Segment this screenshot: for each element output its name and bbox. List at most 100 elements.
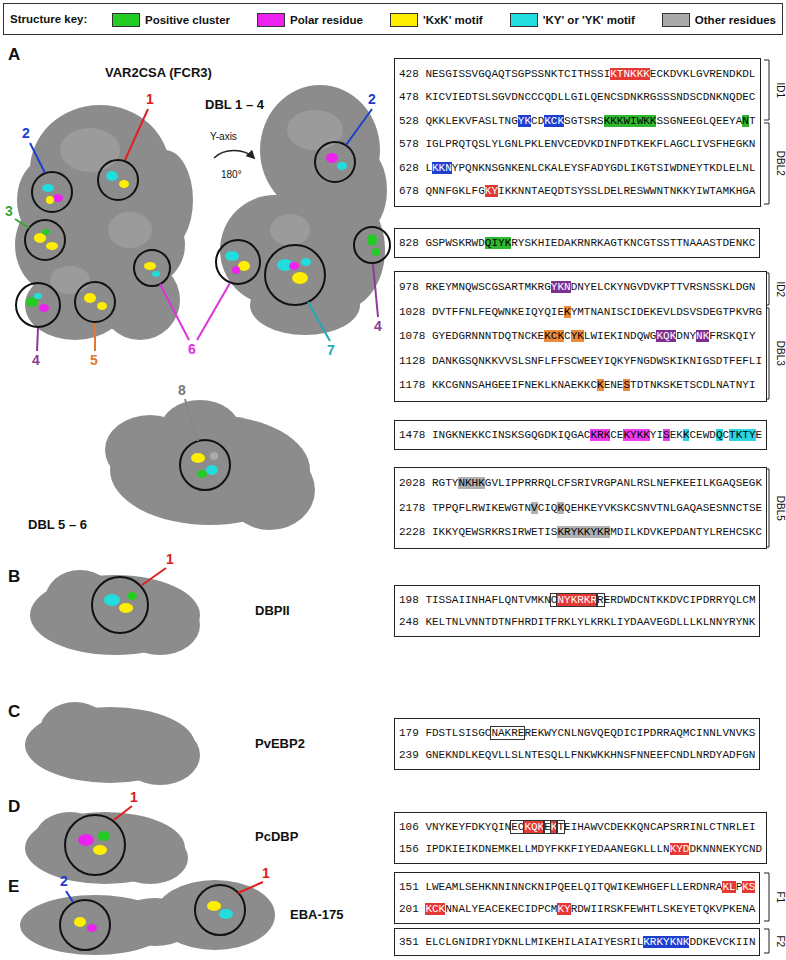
residue-text: ENE — [604, 379, 624, 391]
residue-text: CD — [531, 115, 544, 127]
panel-letter: D — [8, 798, 20, 816]
sequence-line: 1128 DANKGSQNKKVVSLSNFLFFSCWEEYIQKYFNGDW… — [399, 349, 762, 374]
protein-name: DBPII — [255, 604, 290, 618]
callout-number: 1 — [130, 790, 138, 805]
residue-highlight: KQK — [656, 330, 676, 342]
sequence-line: 2028 RGTYNKHKGVLIPPRRRQLCFSRIVRGPANLRSLN… — [399, 471, 762, 496]
residue-highlight: KRKYKNK — [643, 936, 689, 948]
callout-number: 2 — [368, 92, 376, 107]
residue-text: RYSKHIEDAKRNRKAGTKNCGTSSTTNAAASTDENKC — [511, 237, 755, 249]
legend: Positive cluster Polar residue 'KxK' motif… — [112, 8, 776, 32]
residue-highlight: K — [564, 306, 571, 318]
residue-highlight: KY — [557, 903, 570, 915]
residue-highlight: KQK — [524, 821, 544, 833]
residue-text: EIHAWVCDEKKQNCAPSRRINLCTNRLEI — [564, 821, 755, 833]
residue-text: 678 QNNFGKLFG — [399, 185, 485, 197]
residue-text: 978 RKEYMNQWSCGSARTMKRG — [399, 281, 551, 293]
residue-highlight: KTNKKK — [610, 68, 650, 80]
panel-letter: B — [8, 568, 20, 586]
sequence-line: 248 KELTNLVNNTDTNFHRDITFRKLYLKRKLIYDAAVE… — [399, 611, 755, 633]
callout-number: 3 — [5, 204, 13, 219]
residue-text: RDWIIRSKFEWHTLSKEYETQKVPKENA — [571, 903, 756, 915]
axis-label: Y-axis — [210, 132, 237, 143]
protein-name: PcDBP — [255, 830, 298, 844]
residue-highlight: KS — [742, 881, 755, 893]
sequence-line: 156 IPDKIEIKDNEMKELLMDYFKKFIYEDAANEGKLLL… — [399, 838, 762, 860]
panel-letter: E — [8, 878, 19, 896]
sequence-line: 201 KCKNNALYEACEKECIDPCMKYRDWIIRSKFEWHTL… — [399, 898, 755, 920]
residue-patch — [26, 153, 380, 932]
callout-number: 7 — [327, 343, 335, 358]
residue-highlight: QIYK — [485, 237, 511, 249]
residue-highlight: TKTY — [729, 429, 755, 441]
sequence-line: 1178 KKCGNNSAHGEEIFNEKLKNAEKKCKENESTDTNK… — [399, 373, 762, 398]
residue-text: 106 VNYKEYFDKYQIN — [399, 821, 511, 833]
protein-surface — [220, 85, 387, 335]
residue-text: P — [736, 881, 743, 893]
residue-text: DNY — [676, 330, 696, 342]
sequence-line: 428 NESGISSVGQAQTSGPSSNKTCITHSSIKTNKKKEC… — [399, 62, 756, 86]
sequence-line: 2178 TPPQFLRWIKEWGTNVCIQKQEHKEYVKSKCSNVT… — [399, 496, 762, 521]
domain-bracket-label: DBL3 — [775, 340, 786, 365]
residue-text: T — [749, 115, 756, 127]
domain-bracket-label: ID2 — [775, 281, 786, 297]
residue-text: DKNNNEKYCND — [689, 843, 762, 855]
residue-highlight: KCK — [544, 330, 564, 342]
sequence-line: 828 GSPWSKRWDQIYKRYSKHIEDAKRNRKAGTKNCGTS… — [399, 232, 755, 254]
residue-text: 1078 GYEDGRNNNTDQTNCKE — [399, 330, 544, 342]
residue-text: CIQ — [538, 502, 558, 514]
sequence-box: 978 RKEYMNQWSCGSARTMKRGYKNDNYELCKYNGVDVK… — [394, 271, 767, 402]
residue-text: EC — [511, 821, 524, 833]
residue-highlight: KKKWIWKK — [604, 115, 657, 127]
legend-text: 'KxK' motif — [423, 14, 483, 26]
residue-text: 151 LWEAMLSEHKNNINNCKNIPQEELQITQWIKEWHGE… — [399, 881, 722, 893]
protein-name: EBA-175 — [290, 908, 343, 922]
leader-line — [15, 109, 378, 902]
residue-highlight: YKN — [551, 281, 571, 293]
legend-text: Polar residue — [290, 14, 363, 26]
residue-highlight: K — [597, 379, 604, 391]
sequence-box: 1478 INGKNEKKCINSKSGQGDKIQGACKRKCEKYKKYI… — [394, 420, 767, 450]
sequence-box: 428 NESGISSVGQAQTSGPSSNKTCITHSSIKTNKKKEC… — [394, 58, 761, 207]
sequence-line: 351 ELCLGNIDRIYDKNLLMIKEHILAIAIYESRILKRK… — [399, 932, 755, 952]
residue-text: 528 QKKLEKVFASLTNG — [399, 115, 518, 127]
residue-text: IKKNNTAEQDTSYSSLDELRESWWNTNKKYIWTAMKHGA — [498, 185, 755, 197]
residue-highlight: N — [742, 115, 749, 127]
residue-text: DNYELCKYNGVDVKPTTVRSNSSKLDGN — [571, 281, 756, 293]
domain-bracket-label: F1 — [775, 891, 786, 903]
domain-bracket-label: DBL5 — [775, 495, 786, 520]
callout-number: 1 — [146, 92, 154, 107]
residue-highlight: NKHK — [458, 477, 484, 489]
residue-text: E — [756, 429, 763, 441]
sequence-box: 2028 RGTYNKHKGVLIPPRRRQLCFSRIVRGPANLRSLN… — [394, 467, 767, 549]
residue-text: 1478 INGKNEKKCINSKSGQGDKIQGAC — [399, 429, 590, 441]
sequence-line: 578 IGLPRQTQSLYLGNLPKLENVCEDVKDINFDTKEKF… — [399, 133, 756, 157]
sequence-box: 828 GSPWSKRWDQIYKRYSKHIEDAKRNRKAGTKNCGTS… — [394, 228, 760, 258]
residue-text: ERDWDCNTKKDVCIPDRRYQLCM — [604, 594, 756, 606]
residue-text: 198 TISSAIINHAFLQNTVMKN — [399, 594, 551, 606]
domain-name: DBL 1 – 4 — [205, 98, 264, 112]
residue-text: 578 IGLPRQTQSLYLGNLPKLENVCEDVKDINFDTKEKF… — [399, 138, 755, 150]
residue-text: YMTNANISCIDEKEVLDSVSDEGTPKVRG — [571, 306, 762, 318]
residue-text: 428 NESGISSVGQAQTSGPSSNKTCITHSSI — [399, 68, 610, 80]
residue-text: 828 GSPWSKRWD — [399, 237, 485, 249]
callout-number: 2 — [60, 874, 68, 889]
sequence-line: 1478 INGKNEKKCINSKSGQGDKIQGACKRKCEKYKKYI… — [399, 424, 762, 446]
residue-text: 1028 DVTFFNLFEQWNKEIQYQIE — [399, 306, 564, 318]
legend-text: Positive cluster — [145, 14, 230, 26]
legend-swatch — [662, 13, 690, 27]
residue-text: CE — [610, 429, 623, 441]
sequence-line: 478 KICVIEDTSLSGVDNCCCQDLLGILQENCSDNKRGS… — [399, 86, 756, 110]
residue-highlight: KRYKKYKR — [557, 526, 610, 538]
residue-highlight: S — [663, 429, 670, 441]
residue-text: CEWD — [689, 429, 715, 441]
sequence-line: 106 VNYKEYFDKYQINECKQKEKTEIHAWVCDEKKQNCA… — [399, 816, 762, 838]
residue-highlight: Q — [716, 429, 723, 441]
sequence-box: 179 FDSTLSISGCNAKREREKWYCNLNGVQEQDICIPDR… — [394, 718, 760, 770]
sequence-line: 1028 DVTFFNLFEQWNKEIQYQIEKYMTNANISCIDEKE… — [399, 300, 762, 325]
legend-heading: Structure key: — [10, 13, 87, 25]
residue-text: NNALYEACEKECIDPCM — [445, 903, 557, 915]
residue-text: 1178 KKCGNNSAHGEEIFNEKLKNAEKKC — [399, 379, 597, 391]
residue-text: T — [557, 821, 564, 833]
sequence-line: 198 TISSAIINHAFLQNTVMKNCNYKRKRRERDWDCNTK… — [399, 589, 755, 611]
